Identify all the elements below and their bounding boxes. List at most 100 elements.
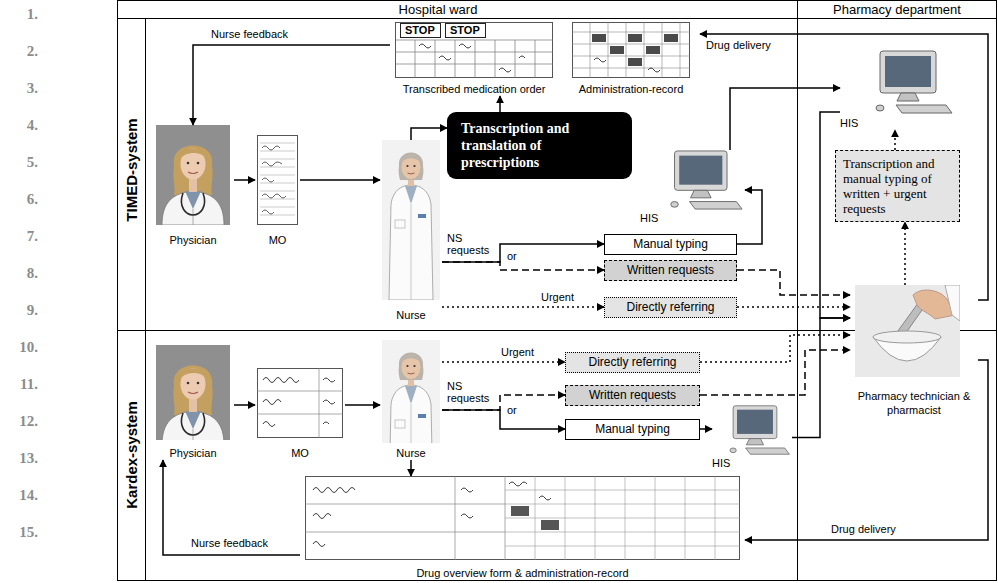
flow-arrow — [234, 404, 255, 406]
nurse-photo: Nurse — [380, 340, 442, 460]
line-number: 12. — [0, 413, 38, 430]
line-number: 9. — [0, 302, 38, 319]
edge-label: Drug delivery — [705, 39, 772, 51]
computer-icon — [671, 151, 742, 209]
flow-arrow — [737, 190, 762, 244]
box-text: Directly referring — [626, 301, 714, 314]
box-text: Transcription and manual typing of writt… — [843, 156, 952, 216]
line-number: 6. — [0, 191, 38, 208]
line-number: 14. — [0, 487, 38, 504]
caption: Administration-record — [579, 82, 684, 96]
computer-icon — [876, 51, 952, 113]
order-form: MO — [255, 135, 300, 247]
line-number: 1. — [0, 6, 38, 23]
header-divider — [117, 18, 997, 19]
flow-arrow — [700, 350, 850, 395]
band-label: TIMED-system — [123, 118, 140, 221]
physician-photo — [156, 125, 230, 225]
column-divider — [797, 0, 798, 581]
flow-arrow — [410, 460, 412, 476]
line-number: 3. — [0, 80, 38, 97]
line-number: 10. — [0, 339, 38, 356]
edge-label: Nurse feedback — [190, 537, 269, 549]
box-text: Written requests — [589, 389, 676, 402]
process-box: Written requests — [565, 385, 700, 406]
overview-form — [305, 476, 740, 560]
line-number: 15. — [0, 524, 38, 541]
flow-arrow — [700, 428, 712, 430]
flow-arrow — [737, 306, 850, 308]
computer-icon: HIS — [712, 405, 792, 470]
nurse-photo — [382, 140, 440, 300]
flow-arrow — [730, 88, 840, 150]
box-text: Transcription and translation of prescri… — [461, 120, 618, 171]
column-heading: Pharmacy department — [833, 2, 961, 17]
process-box: Transcription and manual typing of writt… — [835, 150, 960, 222]
flow-arrow — [411, 128, 447, 140]
box-text: Directly referring — [588, 356, 676, 369]
administration-form — [572, 22, 690, 78]
edge-label: Urgent — [500, 346, 535, 358]
process-box: Manual typing — [565, 419, 700, 440]
physician-photo — [156, 345, 230, 445]
process-box: Directly referring — [604, 297, 737, 318]
flow-arrow — [894, 130, 896, 150]
process-box: Written requests — [604, 260, 737, 281]
line-number: 4. — [0, 117, 38, 134]
line-number: 8. — [0, 265, 38, 282]
edge-label: or — [506, 250, 518, 262]
process-box: Directly referring — [565, 352, 700, 373]
flow-arrow — [737, 270, 850, 295]
line-number: 2. — [0, 43, 38, 60]
edge-label: or — [506, 404, 518, 416]
order-form: MO — [255, 365, 345, 460]
caption: Pharmacy technician & pharmacist — [855, 389, 973, 417]
frame — [118, 1, 997, 581]
process-box: Transcription and translation of prescri… — [447, 112, 632, 179]
box-text: Written requests — [627, 264, 714, 277]
caption: Physician — [169, 233, 216, 247]
edge-label: Urgent — [540, 291, 575, 303]
flow-arrow — [345, 404, 380, 406]
physician-photo: Physician — [152, 345, 234, 460]
transcribed-form — [395, 23, 553, 79]
caption: HIS — [640, 211, 658, 225]
edge-label: NS requests — [446, 232, 498, 256]
flow-arrow — [442, 262, 604, 270]
line-number: 13. — [0, 450, 38, 467]
caption: Nurse — [396, 446, 425, 460]
computer-icon — [730, 406, 789, 454]
caption: Nurse — [396, 308, 425, 322]
box-text: Manual typing — [595, 423, 670, 436]
flow-arrow — [442, 410, 565, 429]
form-stamp: STOP — [405, 24, 435, 37]
caption: MO — [291, 446, 309, 460]
flow-arrow — [904, 222, 906, 285]
box-text: Manual typing — [633, 238, 708, 251]
computer-icon: HIS — [840, 50, 960, 130]
flow-arrow — [163, 460, 300, 555]
caption: Drug overview form & administration-reco… — [416, 566, 628, 580]
flow-arrow — [442, 361, 565, 363]
line-number: 11. — [0, 376, 38, 393]
caption: HIS — [840, 116, 858, 130]
flow-arrow — [300, 179, 380, 181]
caption: Physician — [169, 446, 216, 460]
flow-arrow — [442, 306, 604, 308]
band-label-divider — [145, 18, 146, 581]
flow-arrow — [499, 96, 501, 112]
edge-label: Nurse feedback — [210, 28, 289, 40]
process-box: Manual typing — [604, 234, 737, 255]
line-number: 7. — [0, 228, 38, 245]
edge-label: Drug delivery — [830, 523, 897, 535]
pharmacist-photo — [855, 285, 960, 377]
flow-arrow — [745, 360, 988, 540]
flow-arrow — [700, 335, 850, 362]
caption: MO — [269, 233, 287, 247]
flow-arrow — [234, 179, 255, 181]
computer-icon: HIS — [640, 150, 745, 225]
flow-arrow — [792, 318, 850, 438]
physician-photo: Physician — [152, 125, 234, 247]
line-number: 5. — [0, 154, 38, 171]
order-form — [258, 136, 298, 225]
